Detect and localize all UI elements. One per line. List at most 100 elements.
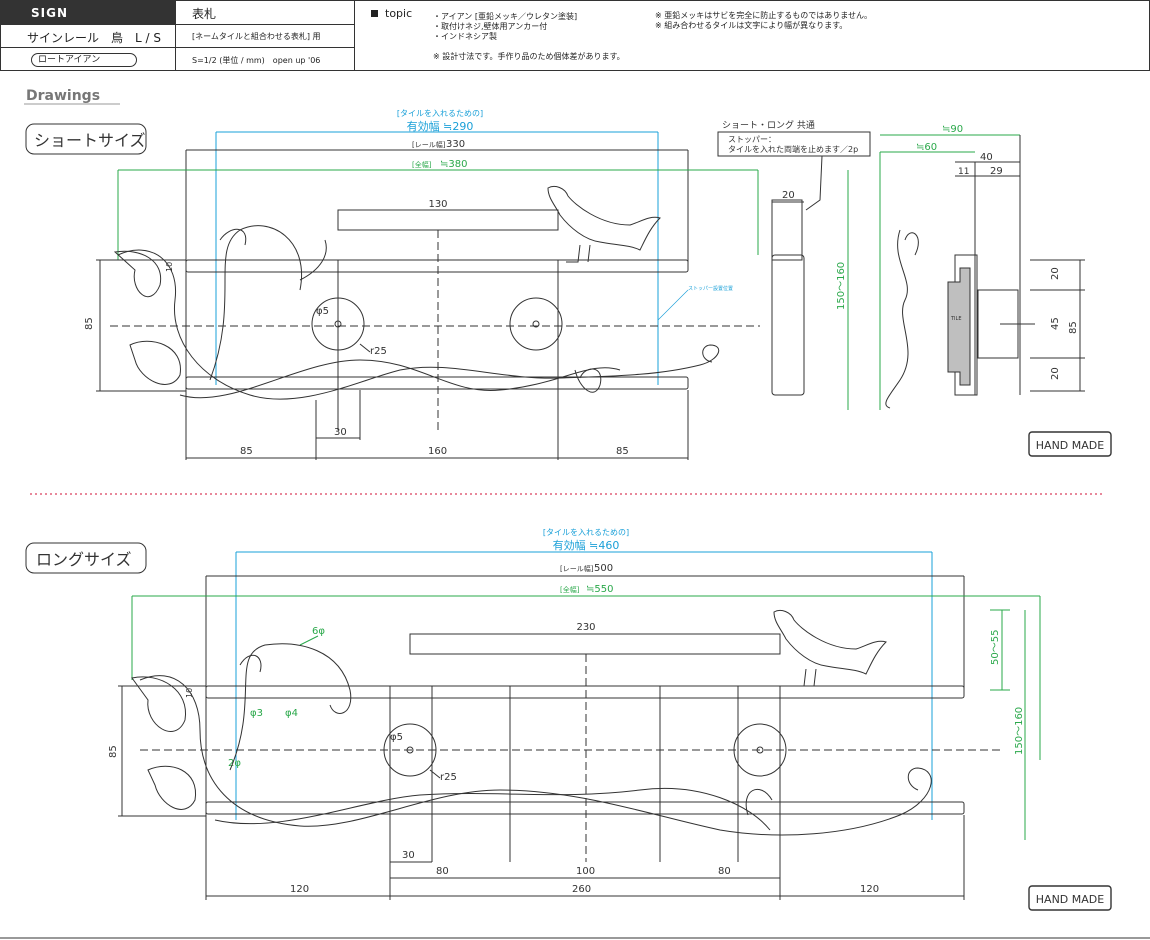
short-dim-85-bl: 85 (240, 446, 253, 457)
long-dim-phi3: φ3 (250, 708, 263, 719)
long-size-drawing: ロングサイズ [タイルを入れるための] 有効幅 ≒460 [レール幅] 500 … (25, 528, 1112, 911)
short-title: ショートサイズ (34, 131, 146, 150)
short-mount-disc-right (509, 297, 563, 351)
long-dim-phi5: φ5 (390, 732, 403, 743)
short-dim-85-right: 85 (1068, 321, 1079, 334)
short-dim-85-left: 85 (84, 317, 95, 330)
short-dim-60: ≒60 (916, 142, 937, 153)
short-dim-20-top: 20 (1050, 267, 1061, 280)
long-handmade: HAND MADE (1036, 893, 1104, 906)
long-dim-50-55: 50〜55 (990, 630, 1001, 665)
spec-line: ・取付けネジ,壁体用アンカー付 (433, 22, 548, 31)
short-dim-85-br: 85 (616, 446, 629, 457)
long-backing-plate (409, 633, 781, 655)
short-dim-30: 30 (334, 427, 347, 438)
short-handmade: HAND MADE (1036, 439, 1104, 452)
long-dim-10: 10 (185, 688, 194, 698)
long-dim-150-160: 150〜160 (1014, 707, 1025, 755)
short-tile-note: [タイルを入れるための] (397, 109, 483, 118)
short-side-bracket (771, 199, 803, 261)
usage-note: [ネームタイルと組合わせる表札] 用 (192, 32, 321, 41)
long-dim-120-right: 120 (860, 884, 879, 895)
long-title: ロングサイズ (36, 550, 132, 569)
type-label: 表札 (192, 7, 217, 21)
warning-line: ※ 亜鉛メッキはサビを完全に防止するものではありません。 (655, 11, 873, 20)
spec-line: ・アイアン [亜鉛メッキ／ウレタン塗装] (433, 12, 578, 21)
short-dim-130: 130 (428, 199, 447, 210)
short-dim-20: 20 (782, 190, 795, 201)
short-bottom-rail (185, 376, 689, 390)
long-bottom-rail (205, 801, 965, 815)
scale-note: S=1/2 (単位 / mm) open up '06 (192, 56, 321, 65)
topic-label: topic (385, 7, 413, 20)
short-dim-40: 40 (980, 152, 993, 163)
size-note: ※ 設計寸法です。手作り品のため個体差があります。 (433, 52, 625, 61)
short-top-rail (185, 259, 689, 273)
long-dim-100: 100 (576, 866, 595, 877)
long-bird (773, 609, 887, 675)
long-dim-r25: r25 (440, 772, 457, 783)
header-topic-cell: topic ・アイアン [亜鉛メッキ／ウレタン塗装] ・取付けネジ,壁体用アンカ… (354, 0, 1150, 71)
long-dim-80-right: 80 (718, 866, 731, 877)
short-tile-tag: TILE (950, 316, 961, 322)
short-rail-width: 330 (446, 139, 465, 150)
header-usage-cell: [ネームタイルと組合わせる表札] 用 (175, 24, 355, 48)
short-dim-160: 160 (428, 446, 447, 457)
long-rail-label: [レール幅] (560, 564, 594, 573)
long-dim-260: 260 (572, 884, 591, 895)
short-tile-block (947, 267, 971, 386)
long-vine-ornament (139, 675, 932, 836)
short-stopper-pos: ストッパー設置位置 (688, 285, 733, 292)
product-name: サインレール 鳥 L / S (27, 31, 161, 45)
long-dim-30: 30 (402, 850, 415, 861)
short-stopper-line1: ストッパー： (728, 135, 776, 144)
long-tile-note: [タイルを入れるための] (543, 528, 629, 537)
short-bird (547, 185, 661, 251)
short-vine-ornament (117, 249, 720, 400)
short-common-title: ショート・ロング 共通 (722, 119, 815, 131)
short-dim-150-160: 150〜160 (836, 262, 847, 310)
topic-bullet (371, 10, 378, 17)
long-dim-85-left: 85 (108, 745, 119, 758)
short-handmade-badge (1028, 431, 1112, 457)
short-dim-45: 45 (1050, 317, 1061, 330)
long-dim-6phi: 6φ (312, 626, 325, 637)
header-material-cell: ロートアイアン (0, 47, 176, 71)
long-title-box (25, 542, 147, 574)
short-dim-phi5: φ5 (316, 306, 329, 317)
short-stopper-note-box (717, 131, 871, 157)
short-dim-11: 11 (958, 167, 969, 177)
header-scale-cell: S=1/2 (単位 / mm) open up '06 (175, 47, 355, 71)
short-total-label: [全幅] (412, 160, 432, 169)
short-stopper-line2: タイルを入れた両端を止めます／2p (728, 144, 858, 154)
long-dim-120-left: 120 (290, 884, 309, 895)
short-dim-r25: r25 (370, 346, 387, 357)
long-rail-width: 500 (594, 563, 613, 574)
warning-line: ※ 組み合わせるタイルは文字により幅が異なります。 (655, 21, 848, 30)
long-handmade-badge (1028, 885, 1112, 911)
spec-line: ・インドネシア製 (433, 32, 497, 41)
short-eff-width: 有効幅 ≒290 (407, 119, 474, 133)
long-total-width: ≒550 (586, 584, 613, 595)
header-sign-cell: SIGN (0, 0, 176, 25)
short-dim-90: ≒90 (942, 124, 963, 135)
long-dim-phi4: φ4 (285, 708, 298, 719)
short-size-drawing: ショートサイズ [タイルを入れるための] 有効幅 ≒290 [レール幅] 330… (25, 109, 1112, 460)
short-mount-disc-left (311, 297, 365, 351)
short-title-box (25, 123, 147, 155)
long-top-rail (205, 685, 965, 699)
material-badge: ロートアイアン (31, 53, 138, 67)
long-dim-230: 230 (576, 622, 595, 633)
long-eff-width: 有効幅 ≒460 (553, 538, 620, 552)
drawings-label: Drawings (26, 88, 100, 104)
long-dim-2phi: 2φ (228, 758, 241, 769)
long-total-label: [全幅] (560, 585, 580, 594)
short-dim-20-bottom: 20 (1050, 367, 1061, 380)
short-total-width: ≒380 (440, 159, 467, 170)
sign-label: SIGN (31, 6, 68, 20)
short-backing-plate (337, 209, 559, 231)
long-dim-80-left: 80 (436, 866, 449, 877)
short-rail-label: [レール幅] (412, 140, 446, 149)
